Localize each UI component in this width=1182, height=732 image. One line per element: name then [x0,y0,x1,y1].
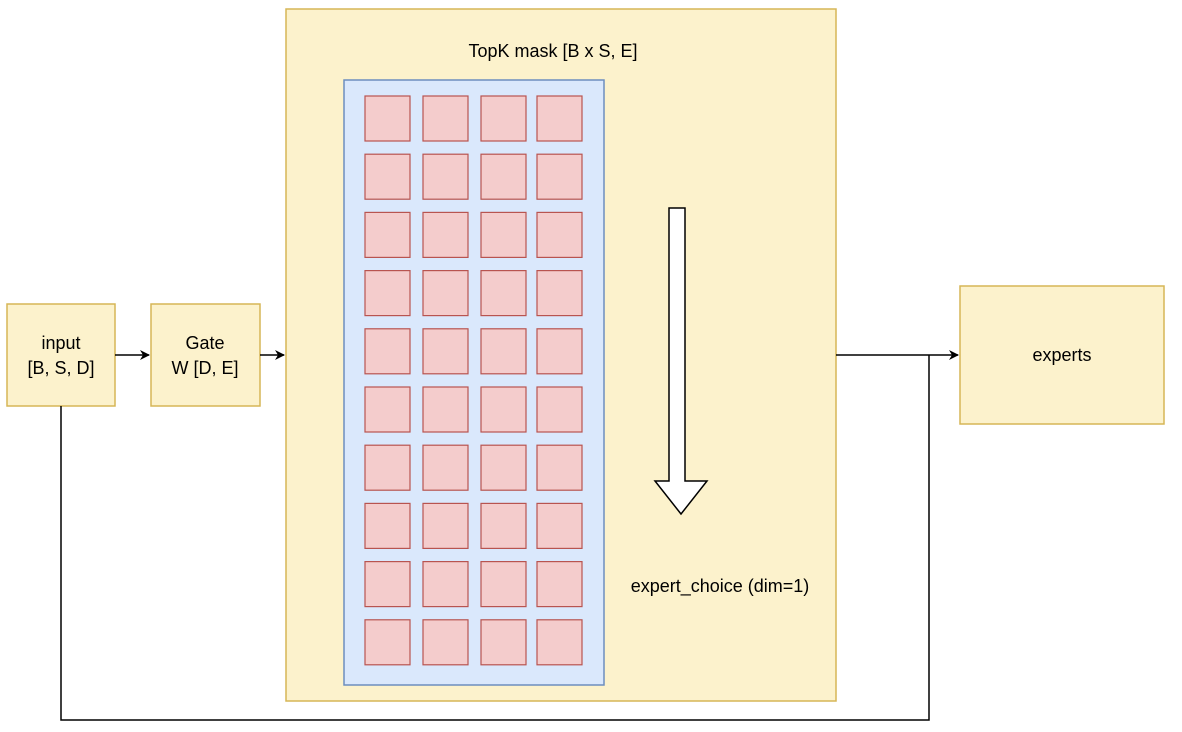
mask-cell [364,619,411,666]
expert-choice-direction-arrow [653,207,709,516]
mask-cell [364,211,411,258]
mask-cell [480,619,527,666]
input-node-label: input [41,333,80,353]
experts-node-label: experts [1032,345,1091,365]
mask-cell [364,444,411,491]
mask-cell [480,95,527,142]
mask-cell [422,386,469,433]
mask-cell [364,328,411,375]
mask-cell [536,619,583,666]
mask-cell [480,444,527,491]
mask-cell [536,153,583,200]
mask-cell [422,328,469,375]
mask-cell [536,560,583,608]
mask-cell [536,270,583,317]
mask-cell [422,560,469,608]
mask-cell [480,211,527,258]
mask-cell [536,386,583,433]
mask-cell [536,95,583,142]
mask-cell [422,153,469,200]
mask-cell [422,211,469,258]
input-node [6,303,116,407]
mask-cell [480,386,527,433]
mask-cell [536,444,583,491]
gate-node-label: Gate [185,333,224,353]
mask-cell [480,560,527,608]
mask-cell [422,270,469,317]
mask-cell [480,502,527,549]
topk-mask-title: TopK mask [B x S, E] [468,41,637,61]
input-node-shape-label: [B, S, D] [27,358,94,378]
mask-cell [422,502,469,549]
mask-cell [364,386,411,433]
mask-cell [480,153,527,200]
mask-cell [364,95,411,142]
mask-cell [422,95,469,142]
mask-cell [536,502,583,549]
expert-choice-label: expert_choice (dim=1) [631,576,810,597]
mask-cell [364,153,411,200]
mask-grid [364,95,583,666]
mask-cell [536,211,583,258]
experts-node [959,285,1165,425]
mask-cell [536,328,583,375]
mask-cell [364,502,411,549]
mask-cell [422,444,469,491]
mask-cell [364,560,411,608]
mask-cell [480,328,527,375]
gate-node [150,303,261,407]
mask-cell [364,270,411,317]
gate-node-shape-label: W [D, E] [172,358,239,378]
edge-input-skip-to-experts [60,355,930,721]
mask-cell [480,270,527,317]
mask-cell [422,619,469,666]
